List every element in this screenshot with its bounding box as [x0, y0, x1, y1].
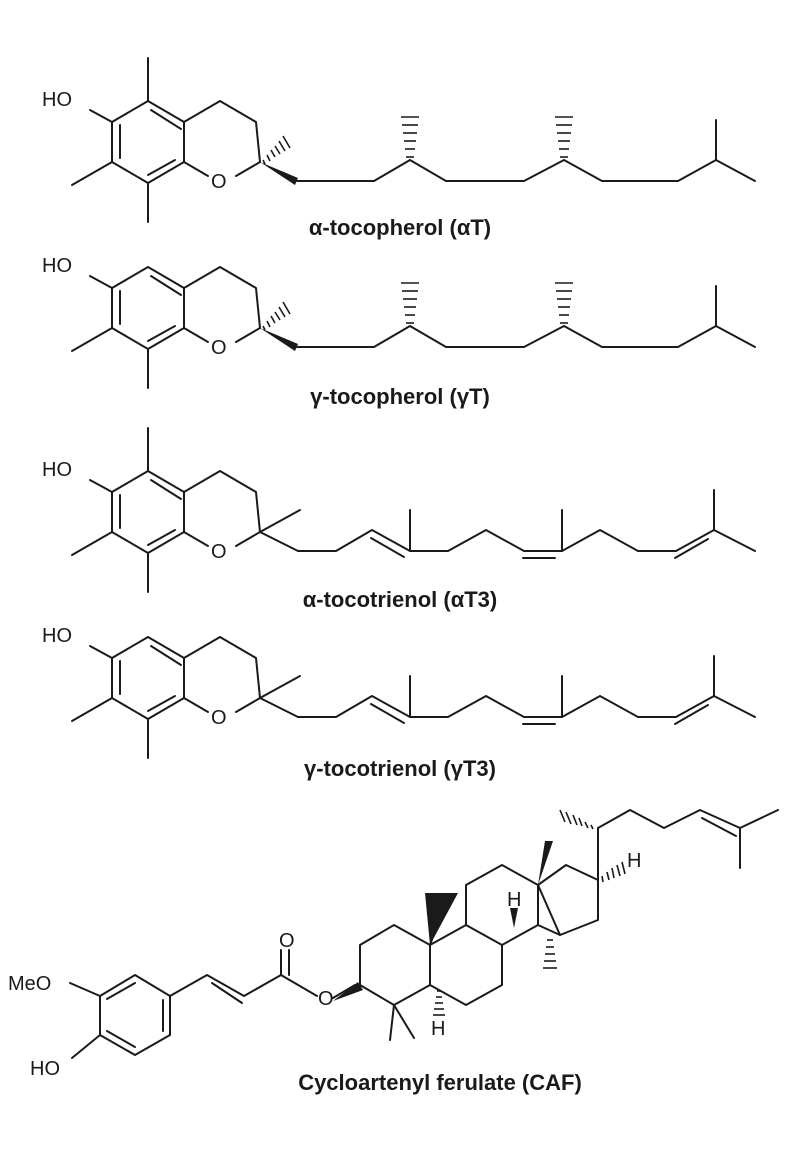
alpha-tocopherol: HO O α-tocopherol (αT) — [42, 57, 756, 240]
gamma-tocopherol: HO O γ-tocopherol (γT) — [42, 255, 756, 409]
compound-name: γ-tocopherol (γT) — [310, 384, 490, 409]
atom-label: O — [211, 707, 227, 729]
compound-name: γ-tocotrienol (γT3) — [304, 756, 496, 781]
atom-label: HO — [30, 1058, 60, 1080]
atom-label: HO — [42, 255, 72, 277]
compound-name: α-tocopherol (αT) — [309, 215, 491, 240]
atom-label: HO — [42, 459, 72, 481]
compound-name: Cycloartenyl ferulate (CAF) — [298, 1070, 582, 1095]
atom-label: H — [627, 850, 641, 872]
atom-label: H — [507, 889, 521, 911]
atom-label: MeO — [8, 973, 51, 995]
atom-label: H — [431, 1018, 445, 1040]
atom-label: O — [211, 171, 227, 193]
atom-label: O — [279, 930, 295, 952]
compound-name: α-tocotrienol (αT3) — [303, 587, 497, 612]
gamma-tocotrienol: HO O γ-tocotrienol (γT3) — [42, 625, 756, 781]
atom-label: HO — [42, 89, 72, 111]
atom-label: O — [318, 988, 334, 1010]
alpha-tocotrienol: HO O α-tocotrienol (αT3) — [42, 427, 756, 612]
atom-label: HO — [42, 625, 72, 647]
atom-label: O — [211, 337, 227, 359]
atom-label: O — [211, 541, 227, 563]
cycloartenyl-ferulate: MeO HO O O H H H Cycloartenyl ferulate (… — [8, 809, 779, 1095]
